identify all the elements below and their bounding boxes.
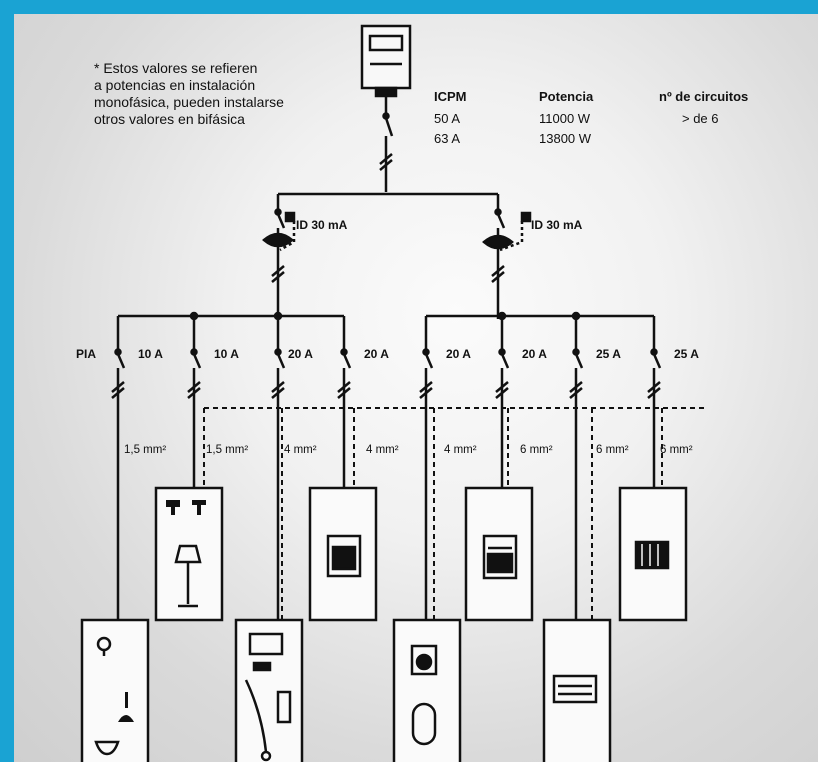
cable-section: 6 mm² — [596, 444, 629, 456]
cable-section: 6 mm² — [520, 444, 553, 456]
cable-section: 4 mm² — [284, 444, 317, 456]
cable-section: 4 mm² — [444, 444, 477, 456]
breaker-branch — [419, 316, 434, 620]
oven-box — [308, 486, 378, 622]
bulb-icon — [96, 636, 112, 656]
stove-box — [464, 486, 534, 622]
earth-conductor — [203, 407, 704, 624]
boiler-box — [542, 618, 612, 762]
table-lamp-icon — [118, 692, 134, 722]
breaker-rating: 10 A — [138, 347, 163, 361]
footnote-line: * Estos valores se refieren — [94, 60, 258, 76]
diff-label-right: ID 30 mA — [531, 218, 583, 232]
footnote-line: monofásica, pueden instalarse — [94, 94, 284, 110]
washer-icon — [410, 644, 438, 676]
footnote-line: otros valores en bifásica — [94, 111, 245, 127]
breaker-rating: 25 A — [596, 347, 621, 361]
heater-icon — [634, 540, 670, 570]
meter-icon — [360, 24, 412, 98]
breaker-branch — [111, 316, 126, 620]
main-feed — [278, 96, 498, 196]
breaker-branch — [569, 316, 584, 620]
appliances-box — [234, 618, 304, 762]
footnote-line: a potencias en instalación — [94, 77, 256, 93]
footnote: * Estos valores se refieren a potencias … — [94, 60, 284, 128]
cable-section: 1,5 mm² — [206, 444, 249, 456]
diff-label-left: ID 30 mA — [296, 218, 348, 232]
icpm-value: 50 A — [434, 111, 461, 126]
cable-section: 1,5 mm² — [124, 444, 167, 456]
oven-icon — [326, 534, 362, 578]
breaker-rating: 25 A — [674, 347, 699, 361]
fridge-icon — [276, 690, 292, 724]
microwave-icon — [248, 632, 284, 672]
potencia-value: 13800 W — [539, 131, 592, 146]
outlets-box — [80, 618, 150, 762]
circuitos-value: > de 6 — [682, 111, 719, 126]
breaker-branch — [187, 316, 202, 488]
breaker-rating: 20 A — [446, 347, 471, 361]
icpm-header: ICPM — [434, 89, 467, 104]
pia-label: PIA — [76, 347, 97, 361]
washer-box — [392, 618, 462, 762]
differential-switch-left — [262, 194, 296, 319]
boiler-icon — [552, 674, 598, 704]
differential-switch-right — [482, 194, 532, 319]
breaker-rating: 20 A — [288, 347, 313, 361]
circuit-breakers — [111, 316, 662, 620]
heating-box — [618, 486, 688, 622]
cable-section: 6 mm² — [660, 444, 693, 456]
ceiling-lamp-icon — [166, 500, 206, 515]
lighting-box — [154, 486, 224, 622]
diagram-panel: * Estos valores se refieren a potencias … — [14, 14, 818, 762]
potencia-value: 11000 W — [539, 111, 591, 126]
circuitos-header: nº de circuitos — [659, 89, 749, 104]
breaker-branch — [337, 316, 352, 488]
icpm-value: 63 A — [434, 131, 461, 146]
wiring-diagram — [80, 24, 704, 762]
sink-icon — [94, 740, 120, 756]
stove-icon — [482, 534, 518, 580]
breaker-branch — [271, 316, 286, 620]
breaker-rating: 10 A — [214, 347, 239, 361]
distribution-buses — [118, 311, 654, 321]
breaker-branch — [647, 316, 662, 488]
dryer-icon — [411, 702, 437, 746]
breaker-rating: 20 A — [522, 347, 547, 361]
potencia-header: Potencia — [539, 89, 594, 104]
floor-lamp-icon — [174, 544, 202, 608]
cable-section: 4 mm² — [366, 444, 399, 456]
breaker-rating: 20 A — [364, 347, 389, 361]
vacuum-icon — [244, 679, 272, 762]
breaker-branch — [495, 316, 510, 488]
